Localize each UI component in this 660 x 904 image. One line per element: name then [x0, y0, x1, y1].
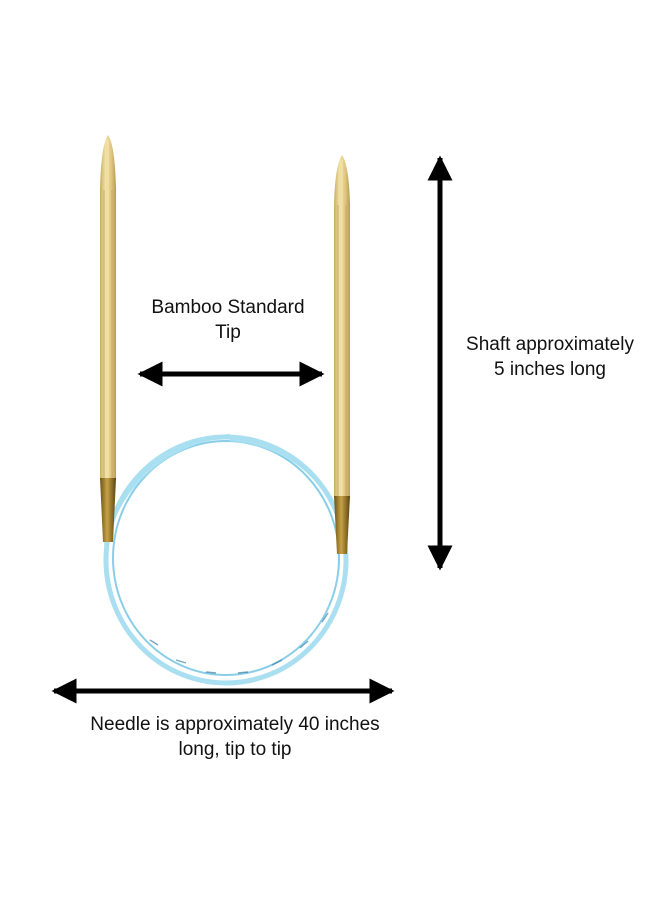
- shaft-label: Shaft approximately 5 inches long: [445, 332, 655, 382]
- cable-end-right: [229, 438, 346, 546]
- cable-loop: [103, 434, 349, 686]
- cable-loop-inner: [112, 440, 340, 676]
- right-needle: [334, 155, 350, 554]
- needle-label-line1: Needle is approximately 40 inches: [90, 714, 380, 735]
- tip-label-line2: Tip: [215, 322, 241, 343]
- needle-label: Needle is approximately 40 inches long, …: [40, 712, 430, 762]
- left-needle-brass-join: [100, 478, 116, 542]
- tip-label: Bamboo Standard Tip: [128, 295, 328, 345]
- right-needle-brass-join: [334, 496, 350, 554]
- left-needle: [100, 135, 116, 542]
- shaft-label-line1: Shaft approximately: [466, 334, 634, 355]
- shaft-label-line2: 5 inches long: [494, 359, 606, 380]
- cable-print-marks: [149, 612, 329, 674]
- needle-label-line2: long, tip to tip: [178, 739, 292, 760]
- tip-label-line1: Bamboo Standard: [151, 297, 305, 318]
